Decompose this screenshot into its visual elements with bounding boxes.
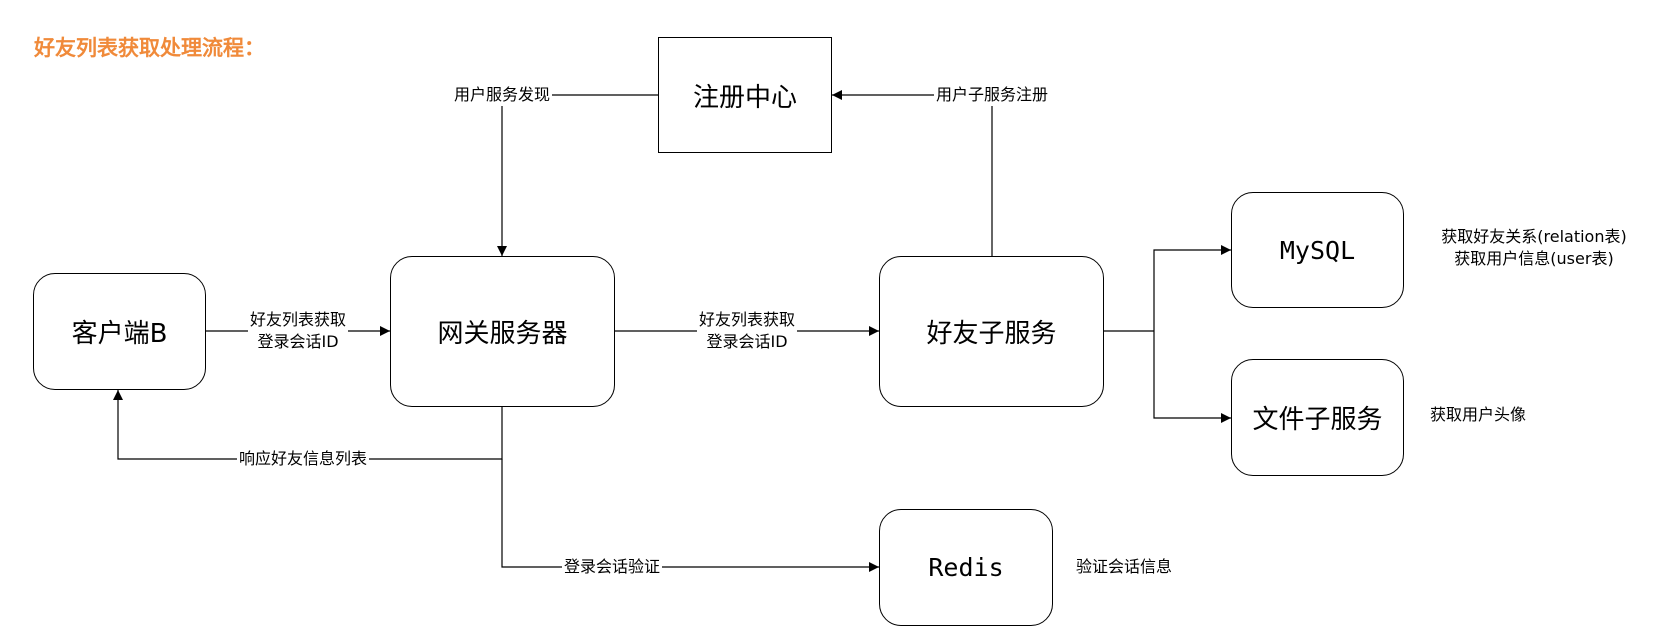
client-node: 客户端B	[33, 273, 206, 390]
client-label: 客户端B	[71, 319, 168, 349]
edge-session-verify	[501, 459, 879, 572]
friend-service-label: 好友子服务	[926, 319, 1057, 349]
gateway-node: 网关服务器	[390, 256, 615, 407]
edge-label-line: 登录会话ID	[257, 332, 339, 351]
mysql-note: 获取好友关系(relation表) 获取用户信息(user表)	[1441, 226, 1626, 270]
edge-label-session-verify: 登录会话验证	[561, 556, 663, 578]
edge-service-register	[832, 90, 993, 256]
redis-node: Redis	[879, 509, 1053, 626]
mysql-node: MySQL	[1231, 192, 1404, 308]
edge-label-line: 登录会话ID	[706, 332, 788, 351]
mysql-label: MySQL	[1279, 235, 1356, 265]
diagram-title: 好友列表获取处理流程：	[34, 36, 265, 60]
edge-friend-to-file	[1153, 331, 1231, 423]
edge-label-gateway-to-friend: 好友列表获取 登录会话ID	[696, 309, 798, 353]
mysql-note-line: 获取用户信息(user表)	[1454, 249, 1614, 268]
edge-friend-to-mysql	[1153, 245, 1231, 331]
edge-label-response: 响应好友信息列表	[236, 448, 370, 470]
friend-service-node: 好友子服务	[879, 256, 1104, 407]
mysql-note-line: 获取好友关系(relation表)	[1441, 227, 1627, 246]
edge-service-discovery	[497, 94, 660, 256]
file-service-node: 文件子服务	[1231, 359, 1404, 476]
edge-label-client-to-gateway: 好友列表获取 登录会话ID	[247, 309, 349, 353]
gateway-label: 网关服务器	[437, 319, 568, 349]
registry-node: 注册中心	[658, 37, 832, 153]
file-service-note: 获取用户头像	[1429, 405, 1527, 424]
file-service-label: 文件子服务	[1252, 405, 1383, 435]
redis-note: 验证会话信息	[1075, 557, 1173, 576]
edge-label-line: 好友列表获取	[249, 310, 347, 329]
registry-label: 注册中心	[692, 82, 797, 113]
redis-label: Redis	[928, 553, 1004, 582]
edge-label-service-discovery: 用户服务发现	[451, 84, 553, 106]
edge-label-service-register: 用户子服务注册	[933, 84, 1051, 106]
edge-label-line: 好友列表获取	[698, 310, 796, 329]
